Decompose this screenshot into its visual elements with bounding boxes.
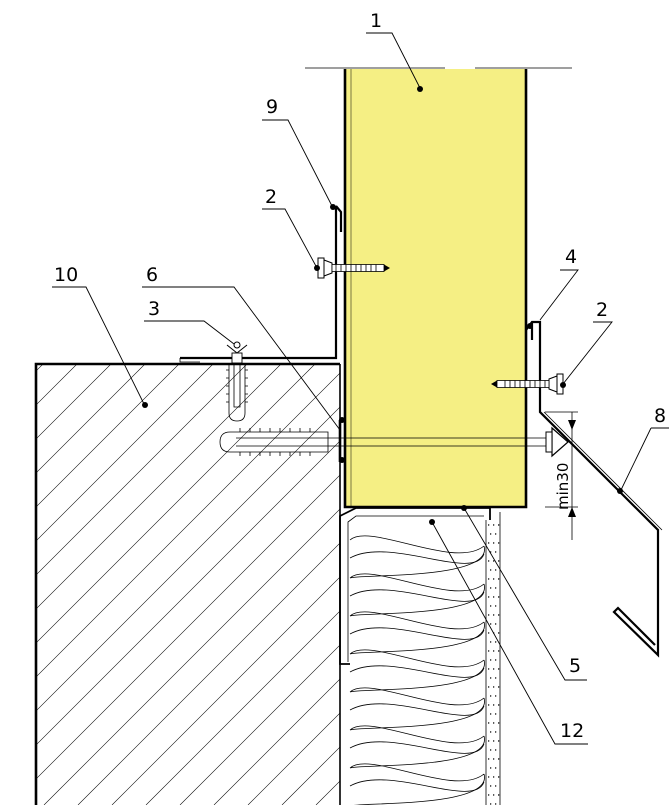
callout-8: 8 [654,405,666,427]
callout-4: 4 [565,246,577,268]
panel-core [345,69,526,507]
dimension-text: min30 [554,463,572,510]
upper-flashing [179,205,343,363]
callout-3: 3 [148,298,160,320]
callout-10: 10 [54,264,78,286]
screw-icon [317,257,390,279]
callout-12: 12 [560,720,584,742]
sandwich-panel [305,67,572,509]
dimension-min30: min30 [545,411,578,540]
anchor-bolt-icon [219,417,569,463]
callout-9: 9 [266,96,278,118]
wall-hatch [36,364,340,805]
callouts: 1 9 2 10 6 3 4 2 8 5 [52,10,669,745]
callout-6: 6 [146,264,158,286]
plinth-insulation [339,507,501,805]
drip-flashing [525,320,663,658]
mineral-wool-insulation [349,535,485,805]
rivet-icon [527,322,534,340]
callout-2-lower: 2 [596,299,608,321]
callout-5: 5 [569,655,581,677]
anchor-dowel-icon [226,341,248,422]
callout-1: 1 [370,10,382,32]
callout-2-upper: 2 [265,186,277,208]
plinth-render-dots [487,524,500,805]
screw-icon [491,373,564,395]
